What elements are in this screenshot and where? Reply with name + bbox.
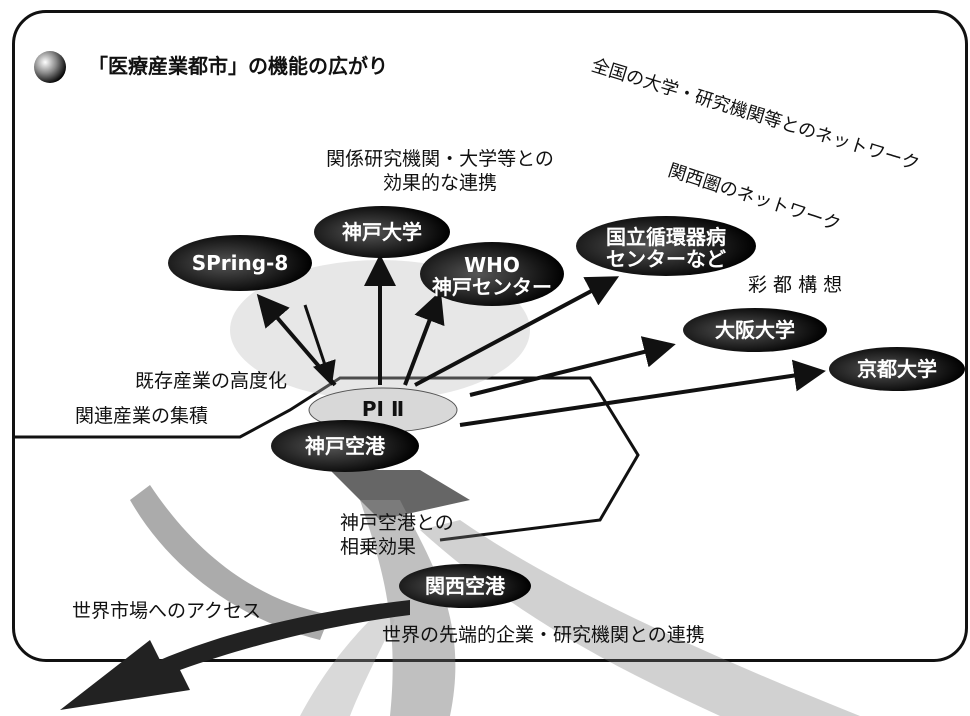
node-kyoto-univ (829, 347, 965, 391)
node-kobe-airport (271, 420, 419, 472)
label-research-cooperation-line2: 効果的な連携 (382, 171, 497, 194)
node-label-ncvc: 国立循環器病 センターなど (576, 226, 756, 270)
node-label-ncvc-line1: 国立循環器病 (606, 225, 726, 249)
diagram-title: 「医療産業都市」の機能の広がり (88, 54, 388, 78)
label-related-industry: 関連産業の集積 (75, 405, 209, 427)
region-boundary (15, 376, 640, 542)
arrow-spring8-back (303, 304, 336, 386)
label-synergy-line1: 神戸空港との (340, 512, 454, 534)
node-label-pi2: PI Ⅱ (361, 397, 405, 421)
label-research-cooperation-line1: 関係研究機関・大学等との (326, 148, 554, 170)
node-label-kansai-airport: 関西空港 (425, 574, 505, 598)
label-world-cooperation: 世界の先端的企業・研究機関との連携 (382, 624, 705, 646)
node-spring8 (168, 235, 312, 291)
label-research-cooperation: 関係研究機関・大学等との 効果的な連携 (300, 148, 580, 196)
node-label-kobe-airport: 神戸空港 (305, 434, 385, 458)
node-label-spring8: SPring-8 (191, 251, 289, 275)
node-who (420, 242, 564, 306)
label-saito-concept: 彩 都 構 想 (748, 274, 843, 296)
node-label-who-line2: 神戸センター (432, 275, 552, 299)
node-label-who-line1: WHO (464, 253, 520, 277)
label-existing-industry: 既存産業の高度化 (135, 370, 288, 392)
node-kansai-airport (399, 564, 531, 608)
title-bullet-icon (34, 51, 66, 83)
node-label-kobe-univ: 神戸大学 (342, 220, 422, 244)
node-label-who: WHO 神戸センター (420, 254, 564, 298)
node-ncvc (576, 216, 756, 276)
label-world-market-access: 世界市場へのアクセス (72, 600, 262, 622)
label-synergy: 神戸空港との 相乗効果 (340, 512, 454, 560)
node-kobe-univ (314, 206, 450, 258)
world-market-arrow (60, 600, 410, 710)
node-osaka-univ (683, 308, 827, 352)
node-label-osaka-univ: 大阪大学 (715, 318, 795, 342)
connection-arrows (256, 254, 826, 427)
label-synergy-line2: 相乗効果 (340, 535, 417, 558)
node-label-kyoto-univ: 京都大学 (857, 357, 937, 381)
node-label-ncvc-line2: センターなど (606, 247, 726, 271)
